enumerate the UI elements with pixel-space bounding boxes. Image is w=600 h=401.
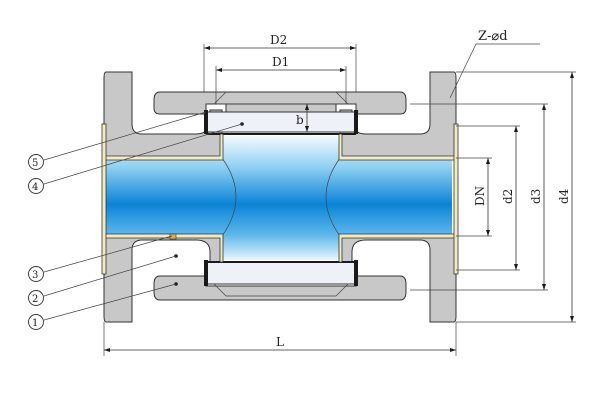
label-d4: d4 (557, 188, 571, 204)
bottom-glass-black-left (204, 260, 208, 286)
label-d3: d3 (529, 189, 543, 204)
top-glass (205, 111, 357, 133)
top-gland (153, 91, 407, 115)
label-DN: DN (473, 186, 487, 206)
label-d2: d2 (501, 189, 515, 204)
svg-text:2: 2 (32, 294, 38, 305)
svg-text:1: 1 (32, 318, 38, 329)
label-Zd: Z-⌀d (478, 29, 508, 44)
bottom-glass-black-right (354, 260, 358, 286)
bottom-glass (205, 261, 357, 285)
flow-curve-right (325, 157, 341, 237)
top-glass-black-left (204, 110, 208, 134)
liner-right-face (453, 123, 459, 275)
right-flange-bottom (339, 235, 457, 323)
label-b: b (296, 113, 304, 127)
bottom-gland (153, 275, 407, 301)
callout-2: 2 (28, 255, 177, 306)
svg-text:5: 5 (32, 158, 38, 169)
fluid-channel (104, 136, 452, 260)
callout-3: 3 (28, 235, 173, 282)
top-glass-black-right (354, 110, 358, 134)
label-D2: D2 (270, 33, 287, 47)
label-D1: D1 (272, 55, 289, 69)
svg-text:4: 4 (32, 182, 38, 193)
flow-curve-left (221, 157, 237, 237)
svg-text:3: 3 (32, 270, 38, 281)
left-flange-bottom (103, 235, 223, 323)
label-L: L (276, 335, 284, 349)
callout-1: 1 (28, 283, 177, 330)
liner-left-face (101, 123, 107, 275)
callout-4: 4 (28, 123, 243, 194)
bottom-glass-chamfer (213, 283, 349, 297)
callout-5: 5 (28, 111, 207, 170)
